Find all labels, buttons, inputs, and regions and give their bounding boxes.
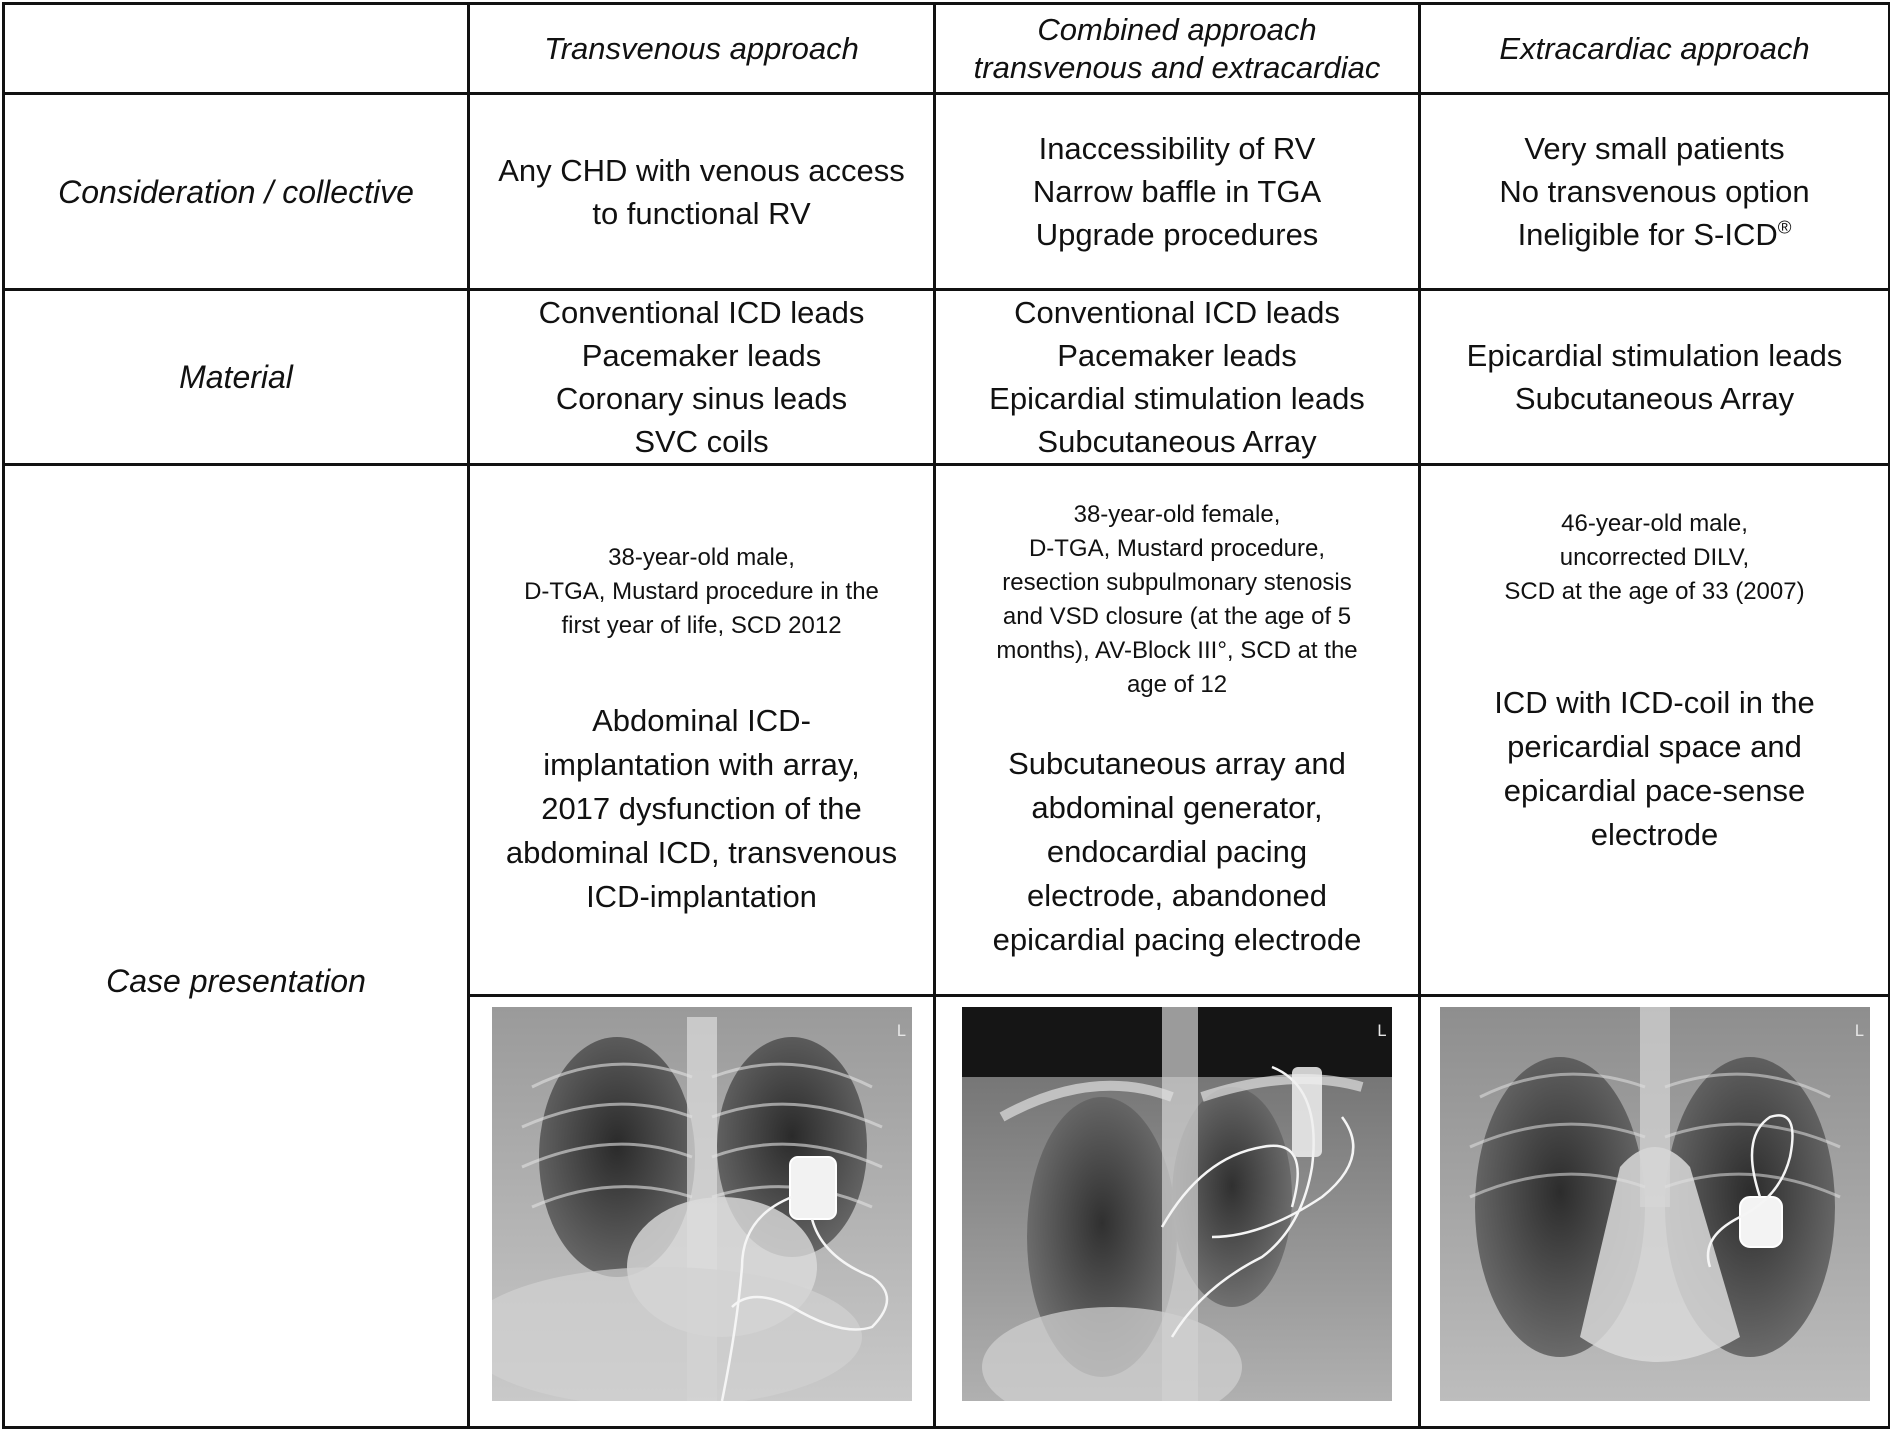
material-extracardiac-line: Subcutaneous Array [1514, 381, 1795, 416]
material-combined-line: Conventional ICD leads [1014, 295, 1340, 330]
material-transvenous: Conventional ICD leads Pacemaker leads C… [467, 288, 936, 466]
xray-transvenous-tag: L [896, 1021, 906, 1040]
case-transvenous-history-line: D-TGA, Mustard procedure in the [524, 578, 879, 605]
case-combined-procedure-line: endocardial pacing [1046, 834, 1308, 869]
material-row: Material Conventional ICD leads Pacemake… [2, 288, 1890, 466]
material-transvenous-line: Pacemaker leads [581, 338, 822, 373]
case-label: Case presentation [106, 963, 366, 999]
consideration-transvenous-line: to functional RV [592, 195, 811, 231]
material-label: Material [179, 359, 293, 395]
case-extracardiac-history-line: 46-year-old male, [1561, 510, 1748, 537]
case-transvenous-procedure-line: Abdominal ICD- [592, 703, 811, 738]
header-extracardiac-label: Extracardiac approach [1499, 30, 1810, 66]
case-combined-history-line: age of 12 [1126, 671, 1228, 698]
material-combined-line: Subcutaneous Array [1037, 424, 1317, 459]
case-combined-procedure-line: epicardial pacing electrode [992, 922, 1362, 957]
xray-combined-tag: L [1377, 1021, 1386, 1040]
consideration-extracardiac-line: No transvenous option [1499, 174, 1810, 209]
case-transvenous-procedure-line: ICD-implantation [586, 879, 817, 914]
case-label-cell: Case presentation [2, 463, 470, 1429]
case-extracardiac-procedure-line: epicardial pace-sense [1503, 773, 1806, 808]
case-extracardiac-procedure-line: pericardial space and [1507, 729, 1802, 764]
material-label-cell: Material [2, 288, 470, 466]
material-combined: Conventional ICD leads Pacemaker leads E… [933, 288, 1421, 466]
header-transvenous: Transvenous approach [467, 2, 936, 95]
case-transvenous: 38-year-old male, D-TGA, Mustard procedu… [467, 463, 936, 997]
case-combined-history-line: and VSD closure (at the age of 5 [1002, 603, 1352, 630]
consideration-combined: Inaccessibility of RV Narrow baffle in T… [933, 92, 1421, 291]
material-transvenous-line: Conventional ICD leads [538, 295, 865, 330]
consideration-row: Consideration / collective Any CHD with … [2, 92, 1890, 291]
case-transvenous-procedure-line: abdominal ICD, transvenous [505, 835, 898, 870]
xray-combined-cell: L [933, 994, 1421, 1429]
xray-extracardiac-cell: L [1418, 994, 1890, 1429]
material-combined-line: Pacemaker leads [1057, 338, 1297, 373]
consideration-label-cell: Consideration / collective [2, 92, 470, 291]
xray-row: L [4, 994, 1890, 1429]
chest-xray-extracardiac: L [1439, 1007, 1870, 1401]
case-combined-history-line: resection subpulmonary stenosis [1002, 569, 1352, 596]
case-extracardiac: 46-year-old male, uncorrected DILV, SCD … [1418, 463, 1890, 997]
consideration-label: Consideration / collective [58, 173, 414, 210]
consideration-combined-line: Inaccessibility of RV [1038, 131, 1316, 166]
case-extracardiac-history-line: SCD at the age of 33 (2007) [1504, 578, 1805, 605]
consideration-extracardiac: Very small patients No transvenous optio… [1418, 92, 1890, 291]
material-transvenous-line: Coronary sinus leads [555, 381, 848, 416]
chest-xray-transvenous: L [491, 1007, 912, 1401]
consideration-combined-line: Narrow baffle in TGA [1032, 174, 1322, 209]
xray-transvenous-cell: L [467, 994, 936, 1429]
consideration-combined-line: Upgrade procedures [1035, 217, 1319, 252]
case-combined-procedure-line: electrode, abandoned [1027, 878, 1327, 913]
xray-extracardiac-tag: L [1854, 1021, 1864, 1040]
case-combined-history-line: D-TGA, Mustard procedure, [1028, 535, 1326, 562]
material-combined-line: Epicardial stimulation leads [989, 381, 1365, 416]
header-combined-label-1: Combined approach [1037, 11, 1317, 47]
case-combined-procedure-line: Subcutaneous array and [1008, 746, 1346, 781]
consideration-extracardiac-line: Very small patients [1524, 131, 1785, 166]
case-transvenous-history-line: first year of life, SCD 2012 [561, 612, 842, 639]
case-transvenous-history-line: 38-year-old male, [608, 544, 795, 571]
consideration-transvenous: Any CHD with venous access to functional… [467, 92, 936, 291]
case-transvenous-procedure-line: implantation with array, [543, 747, 860, 782]
case-combined-history-line: 38-year-old female, [1073, 501, 1281, 528]
consideration-extracardiac-line: Ineligible for S-ICD® [1423, 213, 1887, 256]
header-combined-label-2: transvenous and extracardiac [973, 49, 1381, 85]
case-transvenous-procedure-line: 2017 dysfunction of the [541, 791, 862, 826]
corner-cell [2, 2, 470, 95]
case-extracardiac-procedure-line: electrode [1590, 817, 1719, 852]
material-extracardiac: Epicardial stimulation leads Subcutaneou… [1418, 288, 1890, 466]
case-combined-procedure-line: abdominal generator, [1031, 790, 1323, 825]
case-combined: 38-year-old female, D-TGA, Mustard proce… [933, 463, 1421, 997]
consideration-transvenous-line: Any CHD with venous access [498, 152, 905, 188]
case-combined-history-line: months), AV-Block III°, SCD at the [996, 637, 1358, 664]
material-transvenous-line: SVC coils [634, 424, 769, 459]
header-row: Transvenous approach Combined approach t… [2, 2, 1890, 95]
header-combined: Combined approach transvenous and extrac… [933, 2, 1421, 95]
case-extracardiac-procedure-line: ICD with ICD-coil in the [1494, 685, 1815, 720]
case-row: Case presentation 38-year-old male, D-TG… [2, 463, 1890, 1429]
header-transvenous-label: Transvenous approach [544, 30, 859, 66]
ineligible-sicd-text: Ineligible for S-ICD [1517, 217, 1778, 252]
material-extracardiac-line: Epicardial stimulation leads [1466, 338, 1843, 373]
registered-mark: ® [1777, 216, 1792, 238]
header-extracardiac: Extracardiac approach [1418, 2, 1890, 95]
chest-xray-combined: L [962, 1007, 1392, 1401]
case-extracardiac-history-line: uncorrected DILV, [1559, 544, 1750, 571]
